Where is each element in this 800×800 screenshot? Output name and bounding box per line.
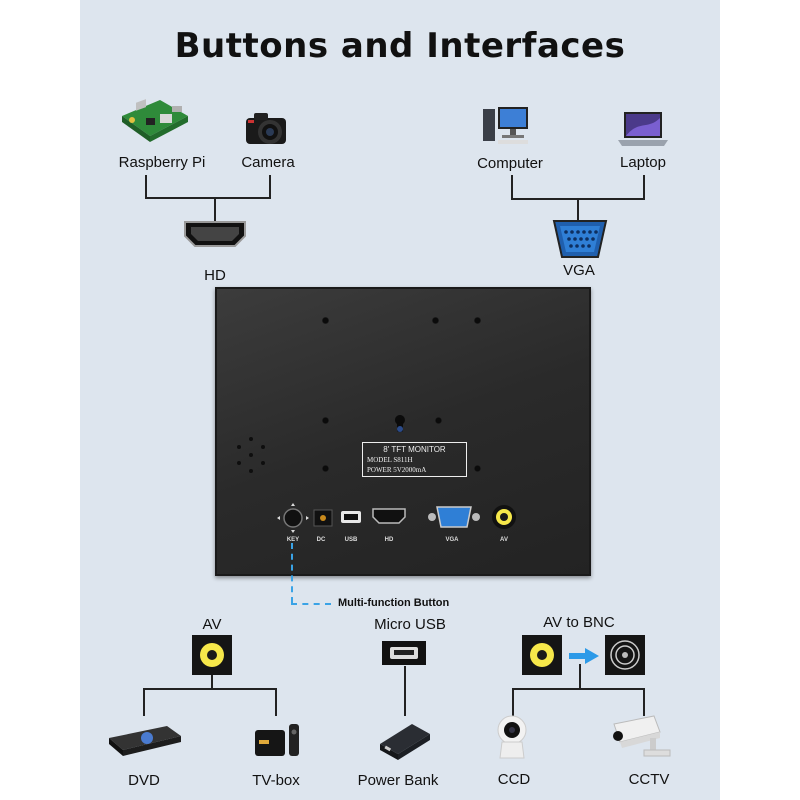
laptop-label: Laptop	[620, 154, 666, 171]
ccd-camera-icon	[497, 715, 527, 759]
connector-line	[643, 688, 645, 716]
connector-line	[643, 175, 645, 200]
plate-power: POWER 5V2000mA	[367, 466, 427, 474]
tv-box-label: TV-box	[252, 772, 300, 789]
usb-connector-icon	[382, 641, 426, 665]
computer-icon	[483, 107, 528, 144]
cctv-label: CCTV	[628, 771, 670, 788]
computer-label: Computer	[477, 155, 543, 172]
power-bank-label: Power Bank	[357, 772, 439, 789]
screw-hole	[435, 417, 442, 424]
monitor-back-panel: 8' TFT MONITOR MODEL S811H POWER 5V2000m…	[215, 287, 591, 576]
bnc-connector-icon	[605, 635, 645, 675]
power-bank-icon	[380, 724, 430, 760]
vga-label: VGA	[563, 262, 595, 279]
connector-line	[143, 688, 145, 716]
screw-hole	[322, 317, 329, 324]
raspberry-pi-label: Raspberry Pi	[118, 154, 206, 171]
vga-port[interactable]	[427, 505, 481, 529]
callout-line	[291, 603, 331, 605]
hdmi-port-icon	[184, 221, 246, 247]
connector-line	[512, 688, 645, 690]
arrow-icon	[569, 648, 599, 664]
connector-line	[404, 666, 406, 716]
keyhole-mount	[394, 415, 405, 432]
micro-usb-label: Micro USB	[374, 616, 446, 633]
av-connector-icon	[192, 635, 232, 675]
connector-line	[275, 688, 277, 716]
screw-hole	[474, 317, 481, 324]
screw-hole	[474, 465, 481, 472]
screw-hole	[322, 417, 329, 424]
laptop-icon	[618, 112, 668, 146]
dc-port-label: DC	[316, 537, 326, 543]
hd-port-label: HD	[384, 537, 394, 543]
av-to-bnc-label: AV to BNC	[543, 614, 615, 631]
key-port-label: KEY	[286, 537, 300, 543]
connector-line	[579, 664, 581, 690]
usb-port[interactable]	[340, 510, 362, 524]
usb-port-label: USB	[344, 537, 358, 543]
screw-hole	[432, 317, 439, 324]
dc-port[interactable]	[313, 509, 333, 527]
multi-function-key[interactable]	[275, 501, 313, 535]
connector-line	[211, 675, 213, 689]
vga-port-icon	[552, 220, 608, 258]
connector-line	[214, 197, 216, 222]
connector-line	[145, 197, 271, 199]
multi-function-callout: Multi-function Button	[338, 597, 450, 609]
dvd-player-icon	[109, 726, 181, 756]
av-label: AV	[202, 616, 222, 633]
callout-line	[291, 543, 293, 603]
dvd-label: DVD	[128, 772, 160, 789]
hd-label: HD	[204, 267, 226, 284]
hdmi-port[interactable]	[372, 508, 406, 524]
av-connector-icon	[522, 635, 562, 675]
raspberry-pi-icon	[122, 99, 188, 142]
ccd-label: CCD	[497, 771, 531, 788]
camera-label: Camera	[241, 154, 295, 171]
tv-box-icon	[255, 724, 299, 756]
model-plate: 8' TFT MONITOR MODEL S811H POWER 5V2000m…	[362, 442, 467, 477]
av-port[interactable]	[490, 503, 518, 531]
av-port-label: AV	[500, 537, 508, 543]
plate-model: MODEL S811H	[367, 456, 413, 464]
screw-hole	[322, 465, 329, 472]
connector-line	[577, 198, 579, 222]
connector-line	[143, 688, 276, 690]
vga-port-label: VGA	[445, 537, 459, 543]
plate-title: 8' TFT MONITOR	[383, 445, 446, 454]
connector-line	[269, 175, 271, 198]
connector-line	[512, 688, 514, 716]
connector-line	[145, 175, 147, 198]
connector-line	[511, 175, 513, 200]
page-title: Buttons and Interfaces	[174, 26, 626, 66]
cctv-camera-icon	[613, 715, 671, 757]
camera-icon	[246, 113, 286, 144]
